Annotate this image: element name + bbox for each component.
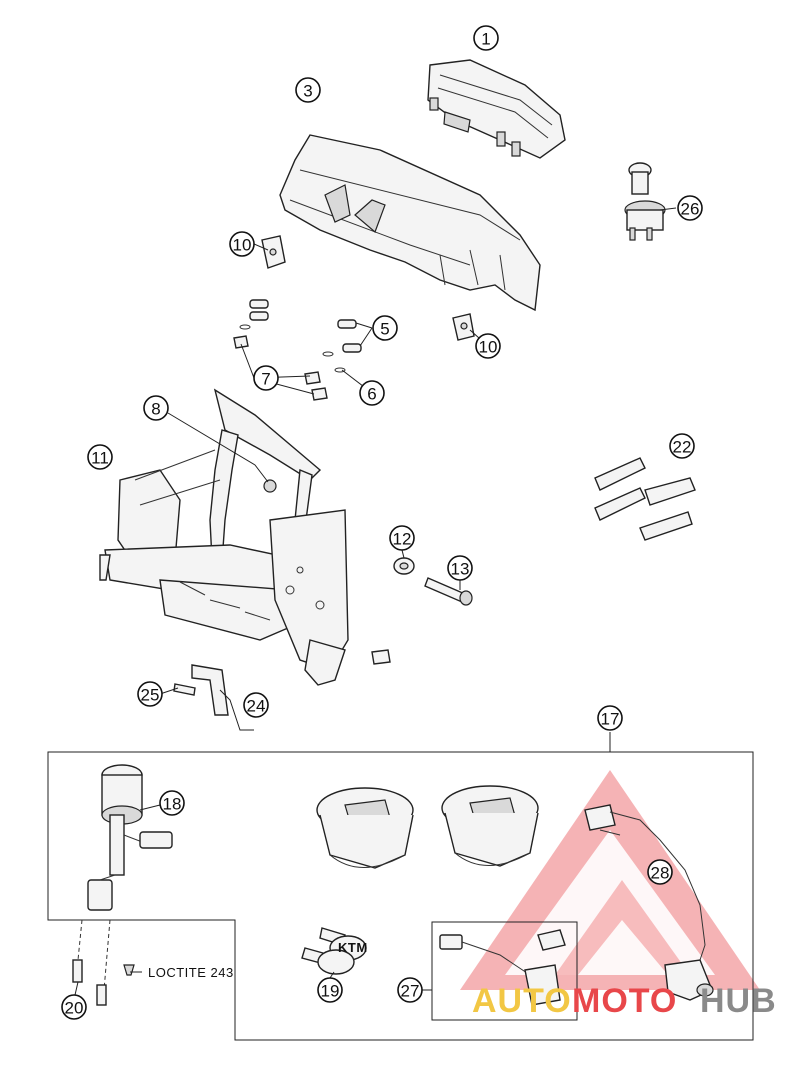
callout-1: 1: [473, 25, 499, 51]
watermark-hub: HUB: [700, 982, 777, 1020]
set-17-frame: [47, 732, 754, 1041]
seat-lock-cable: [584, 804, 714, 1001]
headlight-bracket: [99, 388, 391, 686]
watermark-auto: AUTO: [472, 982, 572, 1020]
svg-text:7: 7: [261, 370, 270, 389]
callout-22: 22: [669, 433, 695, 459]
callout-12: 12: [389, 525, 415, 551]
callout-10-left: 10: [229, 231, 255, 257]
fuel-cap-1: [316, 787, 414, 869]
callout-17: 17: [597, 705, 623, 731]
svg-text:1: 1: [481, 30, 490, 49]
callout-27: 27: [397, 977, 423, 1003]
svg-text:6: 6: [367, 385, 376, 404]
loctite-note: LOCTITE 243: [148, 965, 234, 980]
callout-3: 3: [295, 77, 321, 103]
callout-26: 26: [677, 195, 703, 221]
bolts-20: [72, 919, 135, 1006]
clip-left: [261, 235, 286, 269]
callout-20: 20: [61, 994, 87, 1020]
svg-text:24: 24: [247, 697, 266, 716]
callout-24: 24: [243, 692, 269, 718]
svg-text:22: 22: [673, 438, 692, 457]
callout-13: 13: [447, 555, 473, 581]
svg-text:27: 27: [401, 982, 420, 1001]
svg-text:19: 19: [321, 982, 340, 1001]
svg-text:26: 26: [681, 200, 700, 219]
callout-28: 28: [647, 859, 673, 885]
rubber-sleeves: [594, 457, 696, 541]
nut-12: [393, 557, 415, 575]
clip-right: [452, 313, 475, 341]
fuel-cap-2: [441, 785, 539, 867]
switch-27: [439, 929, 566, 1006]
svg-text:12: 12: [393, 530, 412, 549]
svg-text:10: 10: [233, 236, 252, 255]
svg-text:18: 18: [163, 795, 182, 814]
fairing-mask: [279, 134, 541, 312]
svg-text:10: 10: [479, 338, 498, 357]
svg-text:8: 8: [151, 400, 160, 419]
svg-text:28: 28: [651, 864, 670, 883]
callout-8: 8: [143, 395, 169, 421]
svg-text:20: 20: [65, 999, 84, 1018]
bracket-24: [191, 664, 229, 716]
bolt-13: [424, 577, 473, 606]
instrument-cluster: [427, 59, 566, 159]
callout-11: 11: [87, 444, 113, 470]
callout-7: 7: [253, 365, 279, 391]
callout-10-right: 10: [475, 333, 501, 359]
screw-25: [173, 683, 196, 696]
svg-text:13: 13: [451, 560, 470, 579]
svg-text:3: 3: [303, 82, 312, 101]
callout-5: 5: [372, 315, 398, 341]
callout-6: 6: [359, 380, 385, 406]
watermark-moto: MOTO: [572, 982, 677, 1020]
ignition-lock: [87, 764, 173, 911]
key-tag-text: KTM: [338, 940, 368, 955]
svg-text:25: 25: [141, 686, 160, 705]
callout-25: 25: [137, 681, 163, 707]
svg-text:5: 5: [380, 320, 389, 339]
keys: KTM: [301, 927, 368, 975]
svg-text:11: 11: [91, 449, 109, 468]
power-socket: [624, 162, 666, 241]
watermark-text: AUTO MOTO HUB: [472, 982, 777, 1020]
grommets-screws: [233, 299, 362, 401]
callout-18: 18: [159, 790, 185, 816]
svg-text:17: 17: [601, 710, 620, 729]
callout-19: 19: [317, 977, 343, 1003]
